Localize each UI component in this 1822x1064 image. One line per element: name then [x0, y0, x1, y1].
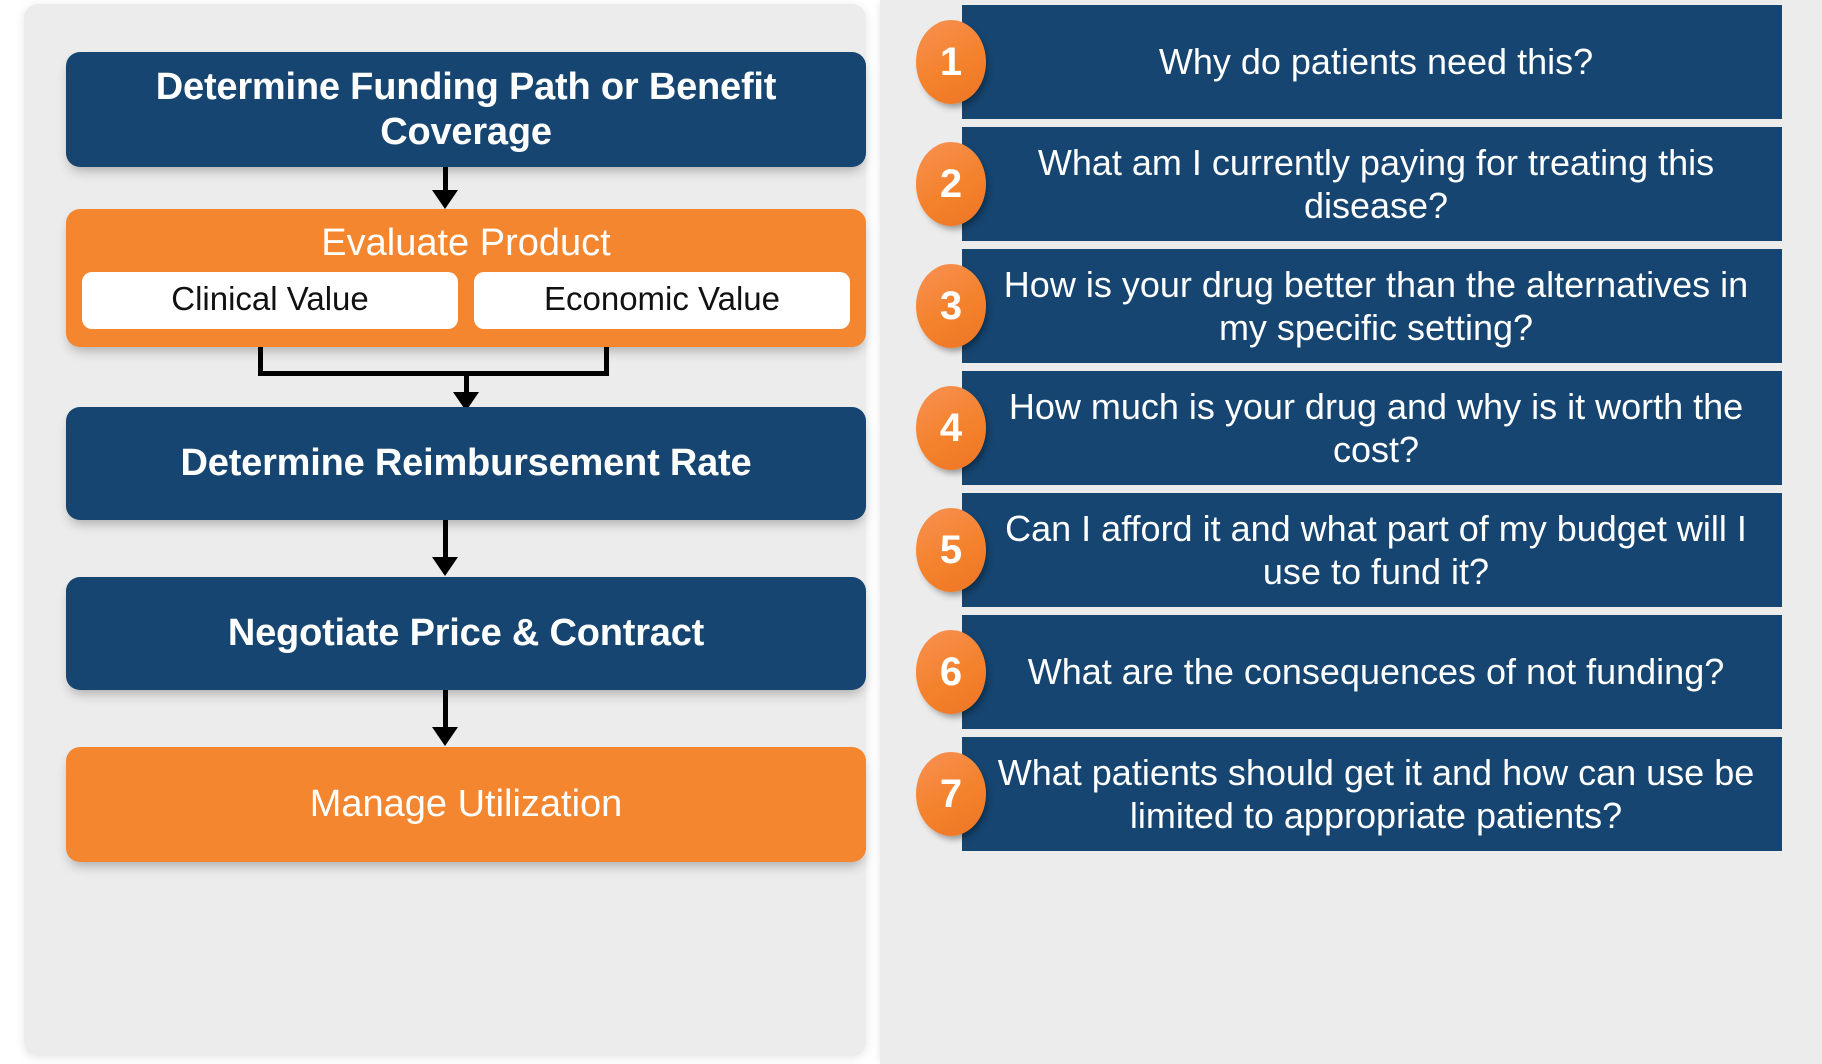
question-item[interactable]: 4 How much is your drug and why is it wo… [916, 371, 1782, 485]
arrow-crossbar [258, 371, 609, 376]
flow-node-negotiate-price-contract[interactable]: Negotiate Price & Contract [66, 577, 866, 690]
flow-node-manage-utilization[interactable]: Manage Utilization [66, 747, 866, 862]
questions-list: 1 Why do patients need this? 2 What am I… [916, 5, 1782, 851]
question-item[interactable]: 6 What are the consequences of not fundi… [916, 615, 1782, 729]
question-number-badge: 3 [916, 264, 986, 348]
arrow-head-icon [432, 727, 458, 746]
question-item[interactable]: 7 What patients should get it and how ca… [916, 737, 1782, 851]
question-item[interactable]: 5 Can I afford it and what part of my bu… [916, 493, 1782, 607]
question-number-badge: 4 [916, 386, 986, 470]
arrow-head-icon [453, 392, 479, 411]
arrow-leg-left [258, 347, 263, 375]
flow-node-determine-funding-path[interactable]: Determine Funding Path or Benefit Covera… [66, 52, 866, 167]
flow-arrow-negotiate-to-manage [432, 690, 458, 746]
flow-subnode-economic-value[interactable]: Economic Value [474, 272, 850, 329]
question-number-badge: 2 [916, 142, 986, 226]
flow-node-label: Evaluate Product [321, 222, 611, 265]
arrow-stem [442, 167, 448, 191]
question-text: Why do patients need this? [1158, 41, 1594, 83]
question-text: How much is your drug and why is it wort… [1008, 385, 1744, 470]
flow-subnode-clinical-value[interactable]: Clinical Value [82, 272, 458, 329]
question-text: What patients should get it and how can … [997, 751, 1755, 836]
flow-arrow-funding-to-evaluate [432, 167, 458, 209]
question-text: How is your drug better than the alterna… [1003, 263, 1749, 348]
flow-node-label: Determine Funding Path or Benefit Covera… [155, 65, 777, 153]
questions-panel: 1 Why do patients need this? 2 What am I… [880, 0, 1822, 1064]
arrow-leg-right [604, 347, 609, 375]
flow-node-determine-reimbursement-rate[interactable]: Determine Reimbursement Rate [66, 407, 866, 520]
flowchart-panel: Determine Funding Path or Benefit Covera… [24, 4, 866, 1056]
question-number-badge: 6 [916, 630, 986, 714]
arrow-stem [442, 690, 448, 728]
flow-node-evaluate-product[interactable]: Evaluate Product Clinical Value Economic… [66, 209, 866, 347]
arrow-head-icon [432, 557, 458, 576]
flow-node-label: Negotiate Price & Contract [227, 612, 705, 655]
question-text: What are the consequences of not funding… [1027, 651, 1725, 693]
question-number-badge: 5 [916, 508, 986, 592]
flow-node-label: Determine Reimbursement Rate [180, 442, 752, 485]
question-number-badge: 1 [916, 20, 986, 104]
question-text: Can I afford it and what part of my budg… [1005, 507, 1747, 592]
evaluate-subboxes: Clinical Value Economic Value [66, 266, 866, 340]
arrow-down [453, 371, 479, 411]
arrow-head-icon [432, 190, 458, 209]
arrow-stem [463, 371, 469, 393]
question-item[interactable]: 3 How is your drug better than the alter… [916, 249, 1782, 363]
flowchart: Determine Funding Path or Benefit Covera… [46, 52, 866, 1012]
question-number-badge: 7 [916, 752, 986, 836]
question-item[interactable]: 2 What am I currently paying for treatin… [916, 127, 1782, 241]
arrow-stem [442, 520, 448, 558]
question-text: What am I currently paying for treating … [1037, 141, 1715, 226]
flow-arrow-reimbursement-to-negotiate [432, 520, 458, 576]
flow-node-label: Manage Utilization [309, 783, 623, 826]
question-item[interactable]: 1 Why do patients need this? [916, 5, 1782, 119]
flow-arrow-evaluate-to-reimbursement [66, 347, 866, 411]
